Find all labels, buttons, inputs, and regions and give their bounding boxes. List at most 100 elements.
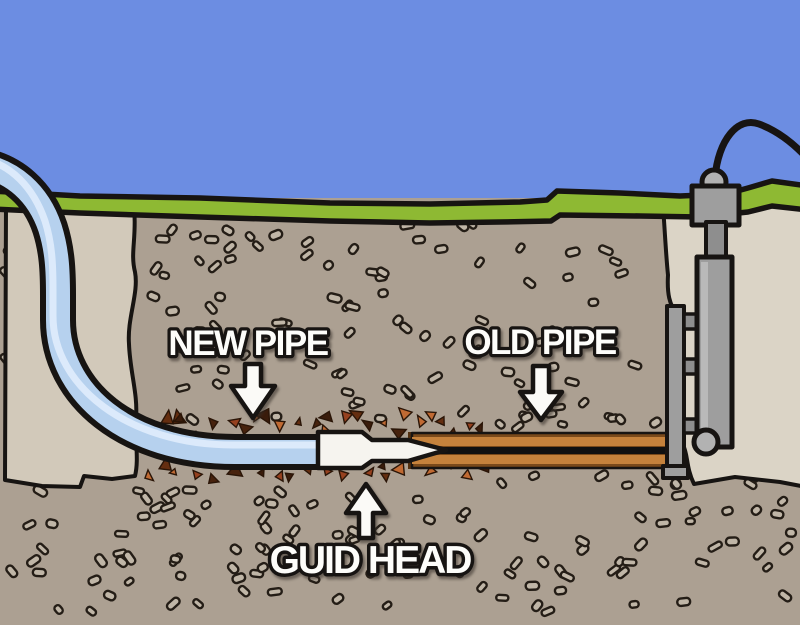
rig-pulley	[691, 427, 721, 457]
debris-shard	[362, 466, 375, 478]
pebble	[211, 378, 224, 390]
pebble	[344, 301, 361, 313]
pebble	[226, 561, 240, 575]
old-pipe-top-wall	[412, 437, 672, 446]
pebble	[132, 486, 146, 496]
pebble	[207, 259, 223, 274]
pebble	[288, 524, 301, 538]
pebble	[331, 592, 345, 605]
pebble	[615, 566, 630, 580]
thrust-plate	[665, 304, 686, 478]
pebble	[257, 510, 271, 526]
pebble	[559, 570, 575, 583]
pebble	[721, 505, 734, 517]
pebble	[181, 485, 198, 495]
pebble	[175, 383, 191, 393]
debris-shard	[434, 415, 445, 427]
pebble	[25, 553, 42, 568]
callouts: NEW PIPE OLD PIPE GUID HEAD	[165, 320, 620, 586]
debris-shard	[338, 469, 350, 483]
pebble	[750, 504, 763, 516]
pebble	[102, 589, 117, 602]
pebble	[724, 536, 741, 547]
pebble	[208, 319, 223, 334]
pebble	[381, 600, 393, 611]
down-arrow-icon	[517, 363, 565, 423]
pebble	[188, 514, 202, 528]
pebble	[389, 537, 402, 550]
debris-shard	[167, 467, 178, 476]
pebble	[336, 368, 348, 380]
pebble	[229, 543, 243, 556]
debris-shard	[416, 413, 428, 429]
debris-shard	[192, 469, 204, 481]
pebble	[459, 506, 472, 519]
pebble	[523, 531, 539, 543]
pebble	[256, 561, 270, 574]
pebble	[400, 384, 415, 399]
pebble	[761, 561, 774, 573]
pebble	[211, 343, 226, 359]
pebble	[510, 420, 525, 434]
debris-shard	[293, 415, 303, 427]
pebble	[365, 566, 380, 579]
old-pipe-bottom-wall	[412, 455, 672, 464]
pebble	[31, 567, 47, 578]
pebble	[427, 371, 444, 385]
pebble	[154, 234, 171, 244]
pebble	[495, 593, 510, 602]
pebble	[194, 255, 205, 267]
bursting-rig	[661, 119, 800, 480]
pebble	[575, 535, 590, 548]
pebble	[536, 555, 550, 569]
pebble	[422, 514, 437, 526]
pebble	[614, 268, 629, 279]
pebble	[185, 413, 200, 426]
debris-shard	[207, 416, 219, 431]
pebble	[331, 529, 344, 540]
pebble	[500, 366, 516, 378]
pebble	[347, 242, 360, 256]
debris-shard	[311, 417, 323, 430]
pebble	[152, 519, 168, 530]
pebble	[547, 325, 561, 338]
pebble	[189, 364, 203, 374]
pebble	[268, 228, 284, 242]
pebble	[5, 564, 19, 579]
pebble	[519, 411, 534, 424]
winch-cable	[711, 119, 800, 182]
pebble	[158, 270, 171, 281]
pebble	[85, 605, 98, 617]
pebble	[93, 553, 109, 569]
pebble	[192, 598, 205, 610]
new-pipe-label: NEW PIPE	[168, 324, 327, 363]
debris-shard	[273, 419, 286, 434]
debris-shard	[284, 472, 295, 484]
pebble	[221, 224, 235, 237]
pebble	[307, 573, 321, 584]
pebble	[469, 349, 484, 360]
new-pipe	[0, 151, 334, 470]
pebble	[523, 276, 537, 290]
pebble	[556, 419, 569, 429]
pebble	[165, 305, 181, 317]
debris-shard	[397, 406, 414, 422]
pebble	[684, 517, 697, 526]
old-pipe-label: OLD PIPE	[464, 323, 616, 362]
debris-shard	[144, 468, 155, 482]
pebble	[270, 411, 283, 422]
pebble	[166, 223, 178, 237]
pull-rod	[440, 447, 674, 454]
pebble	[707, 540, 724, 553]
old-pipe	[408, 431, 674, 470]
debris-shard	[317, 410, 334, 423]
pebble	[462, 359, 477, 372]
rig-motor	[689, 183, 742, 228]
pebble	[456, 404, 471, 418]
pebble	[214, 291, 227, 303]
pebble	[115, 555, 129, 569]
pebble	[587, 297, 600, 308]
pebble	[223, 240, 237, 254]
